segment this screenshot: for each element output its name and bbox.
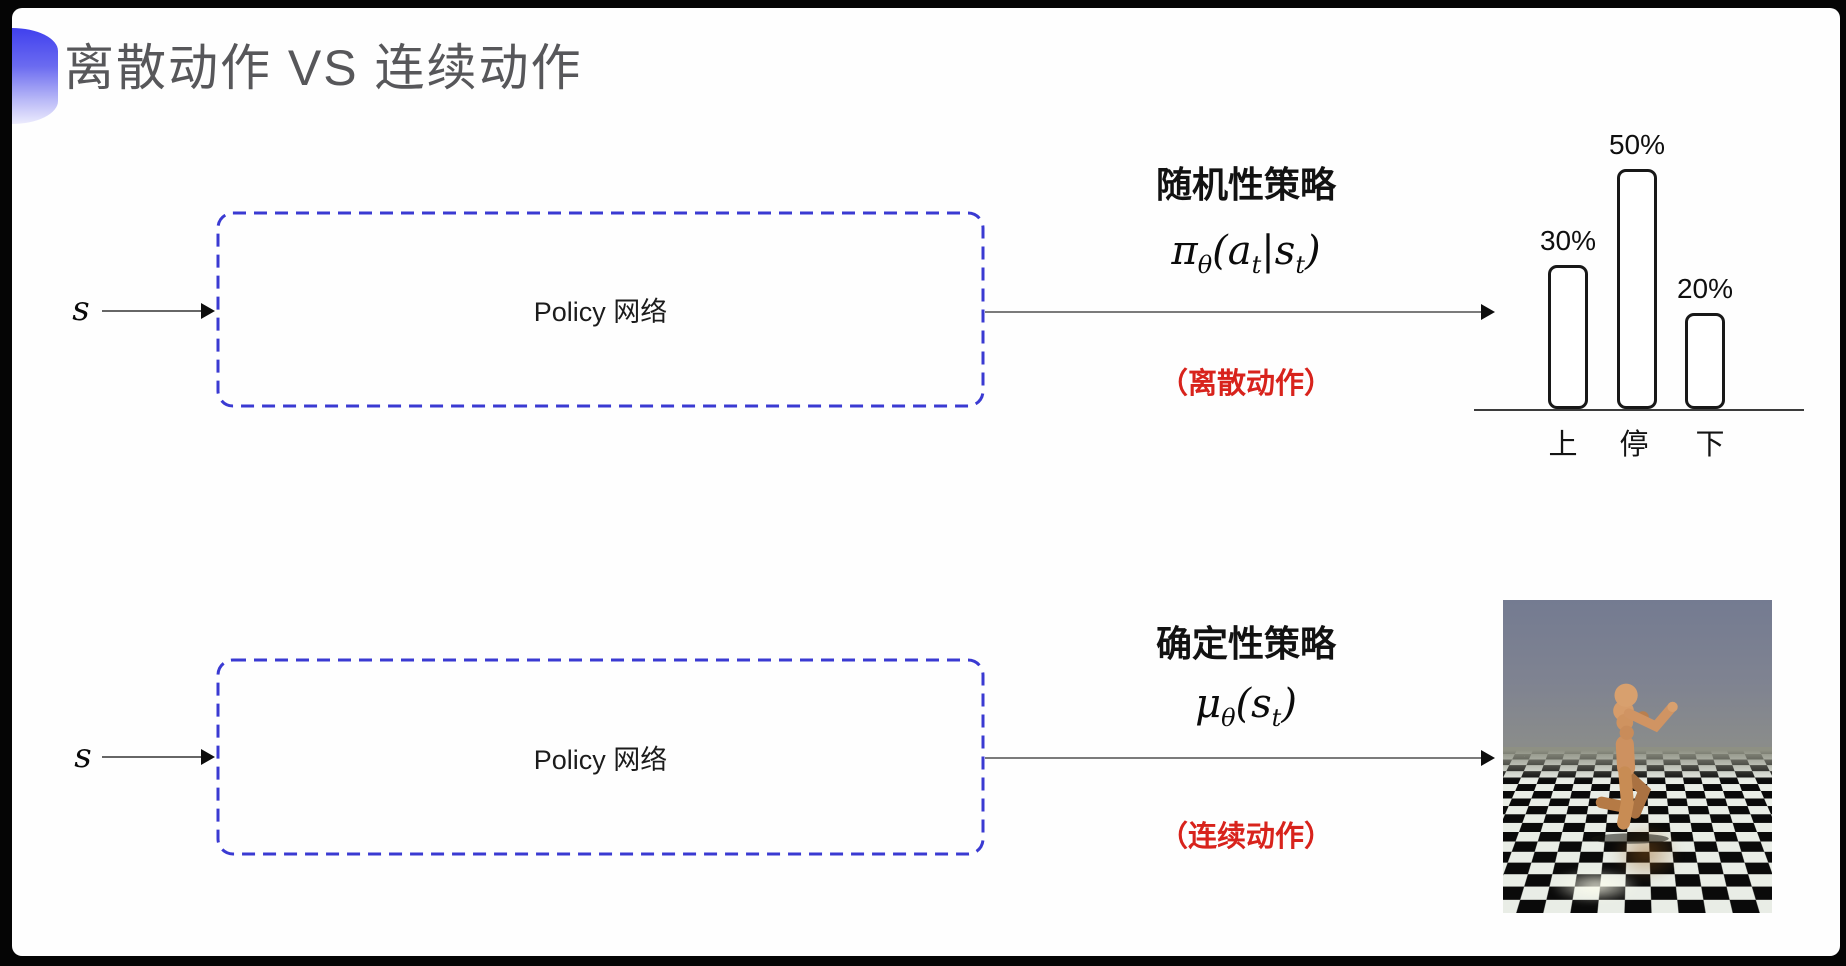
humanoid-mujoco-simulation-image [1503, 600, 1772, 913]
floor-reflection [1551, 869, 1642, 904]
humanoid-robot-figure [1590, 683, 1678, 844]
horizon-haze [1503, 747, 1772, 782]
bar-value-label: 30% [1539, 225, 1597, 256]
dashed-border [216, 658, 985, 856]
state-input-label: s [72, 289, 90, 329]
dashed-border [216, 211, 985, 408]
bar-category-label: 停 [1619, 429, 1649, 461]
input-arrow [102, 303, 215, 319]
bar-value-label: 20% [1676, 273, 1734, 304]
stochastic-policy-formula: πθ(at|st) [1171, 228, 1321, 279]
chart-baseline [1474, 409, 1804, 411]
policy-network-label: Policy 网络 [533, 297, 668, 327]
deterministic-policy-formula: μθ(st) [1195, 681, 1297, 732]
policy-network-box: Policy 网络 [216, 211, 985, 408]
stochastic-policy-title: 随机性策略 [1155, 164, 1336, 205]
bar-value-label: 50% [1608, 129, 1666, 160]
input-arrow [102, 749, 215, 765]
probability-bar [1617, 169, 1657, 409]
sim-sky [1503, 600, 1772, 751]
continuous-action-note: （连续动作） [1158, 821, 1333, 853]
probability-bar [1548, 265, 1588, 409]
deterministic-policy-title: 确定性策略 [1155, 623, 1336, 664]
policy-network-label: Policy 网络 [533, 744, 668, 775]
sim-floor [1503, 747, 1772, 913]
output-arrow [985, 304, 1495, 320]
bar-category-label: 上 [1548, 429, 1578, 461]
discrete-action-note: （离散动作） [1158, 368, 1333, 400]
page-title: 离散动作 VS 连续动作 [64, 40, 583, 96]
probability-bar [1685, 313, 1725, 409]
blue-half-circle-icon [12, 28, 58, 124]
policy-network-box: Policy 网络 [216, 658, 985, 856]
output-arrow [985, 750, 1495, 766]
bar-category-label: 下 [1695, 429, 1725, 461]
state-input-label: s [74, 736, 92, 776]
